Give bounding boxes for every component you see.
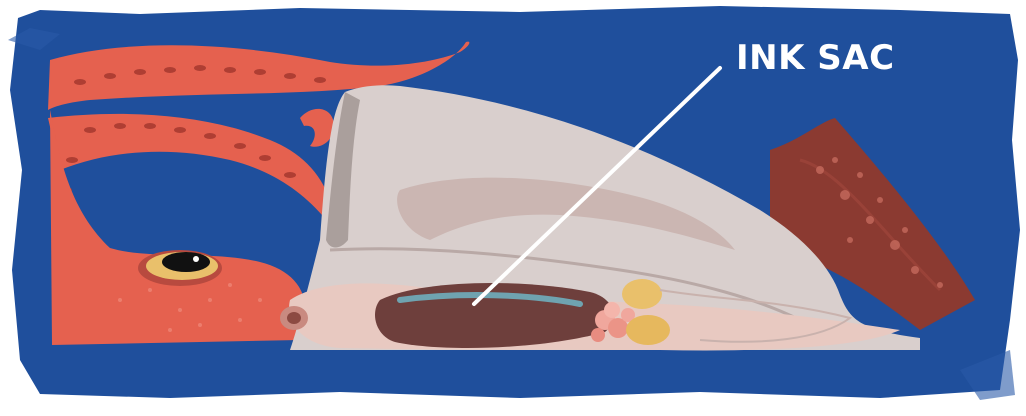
squid-eye-icon xyxy=(138,250,222,286)
squid-tentacles xyxy=(48,41,470,215)
squid-head xyxy=(50,110,306,345)
ink-sac-label: INK SAC xyxy=(736,38,895,78)
squid-organs xyxy=(280,279,901,351)
ink-sac xyxy=(375,282,614,348)
squid-fin xyxy=(770,118,975,330)
ink-sac-leader-line xyxy=(472,66,722,306)
gland-cluster xyxy=(591,302,635,342)
